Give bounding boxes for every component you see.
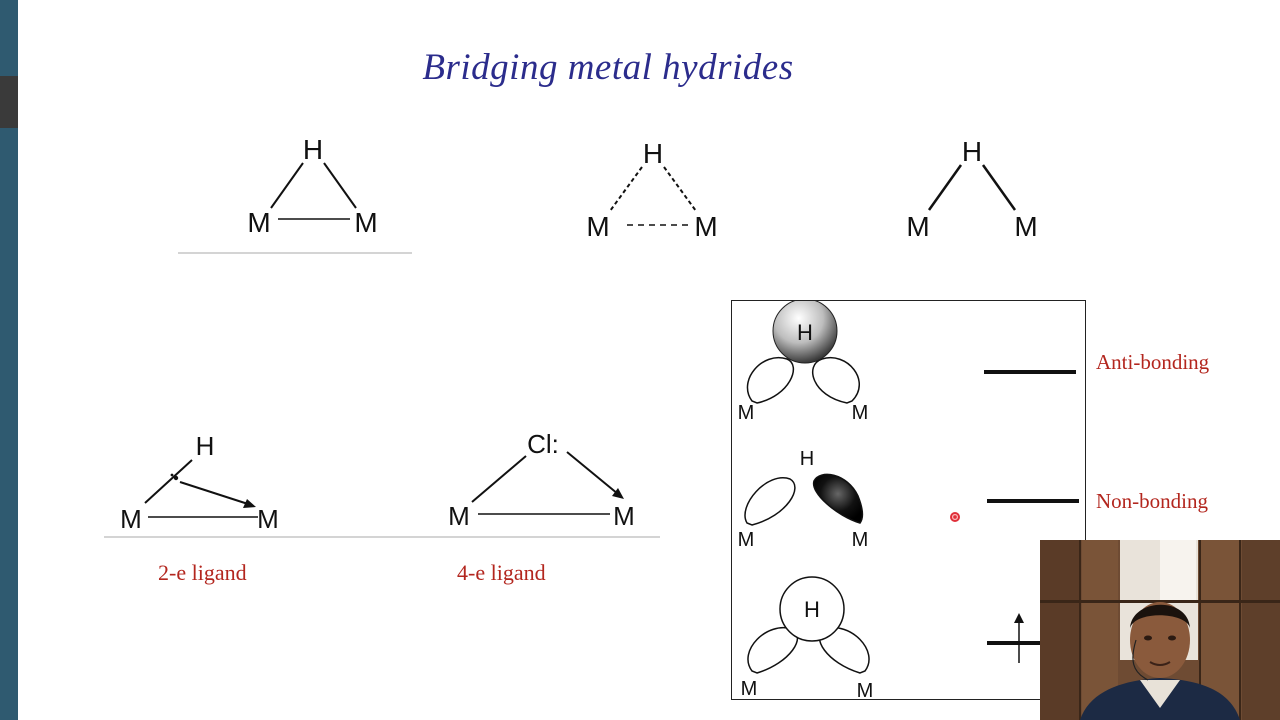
atom-m: M [738, 402, 755, 424]
atom-h: H [643, 138, 663, 169]
atom-m: M [354, 207, 377, 238]
atom-m: M [738, 529, 755, 551]
mo-diagram-box: H M M H M M H M M [731, 298, 1086, 702]
atom-m: M [257, 504, 279, 534]
orbital-anti-bonding: H M M [738, 298, 1076, 424]
mo-diagram: H M M H M M H M M [738, 298, 1079, 702]
orbital-bonding: H M M [741, 576, 1042, 702]
atom-m: M [852, 402, 869, 424]
atom-m: M [448, 501, 470, 531]
atom-h: H [196, 431, 215, 461]
atom-m: M [586, 211, 609, 242]
atom-h: H [800, 448, 814, 470]
laser-pointer [950, 512, 960, 522]
label-anti-bonding: Anti-bonding [1096, 350, 1210, 374]
atom-m: M [694, 211, 717, 242]
atom-m: M [120, 504, 142, 534]
atom-m: M [1014, 211, 1037, 242]
caption-4e-ligand: 4-e ligand [457, 560, 546, 585]
atom-h: H [303, 134, 323, 165]
atom-m: M [613, 501, 635, 531]
atom-h: H [962, 136, 982, 167]
slide-title: Bridging metal hydrides [422, 47, 794, 88]
atom-cl: Cl: [527, 429, 559, 459]
caption-2e-ligand: 2-e ligand [158, 560, 247, 585]
structure-triangle-dashed: H M M [586, 138, 717, 242]
structure-2e-ligand: H M M [120, 431, 279, 534]
structure-4e-ligand: Cl: M M [448, 429, 635, 531]
slide-left-notch [0, 76, 18, 128]
atom-h: H [797, 320, 813, 345]
atom-m: M [852, 529, 869, 551]
presenter-webcam [1040, 540, 1280, 720]
atom-m: M [857, 680, 874, 701]
atom-m: M [906, 211, 929, 242]
atom-m: M [247, 207, 270, 238]
label-non-bonding: Non-bonding [1096, 489, 1208, 513]
structure-bent: H M M [906, 136, 1037, 242]
structure-triangle-solid: H M M [247, 134, 377, 238]
atom-h: H [804, 597, 820, 622]
orbital-non-bonding: H M M [738, 448, 1079, 551]
webcam-scene [1040, 540, 1280, 720]
slide-left-bar [0, 0, 18, 720]
atom-m: M [741, 678, 758, 700]
